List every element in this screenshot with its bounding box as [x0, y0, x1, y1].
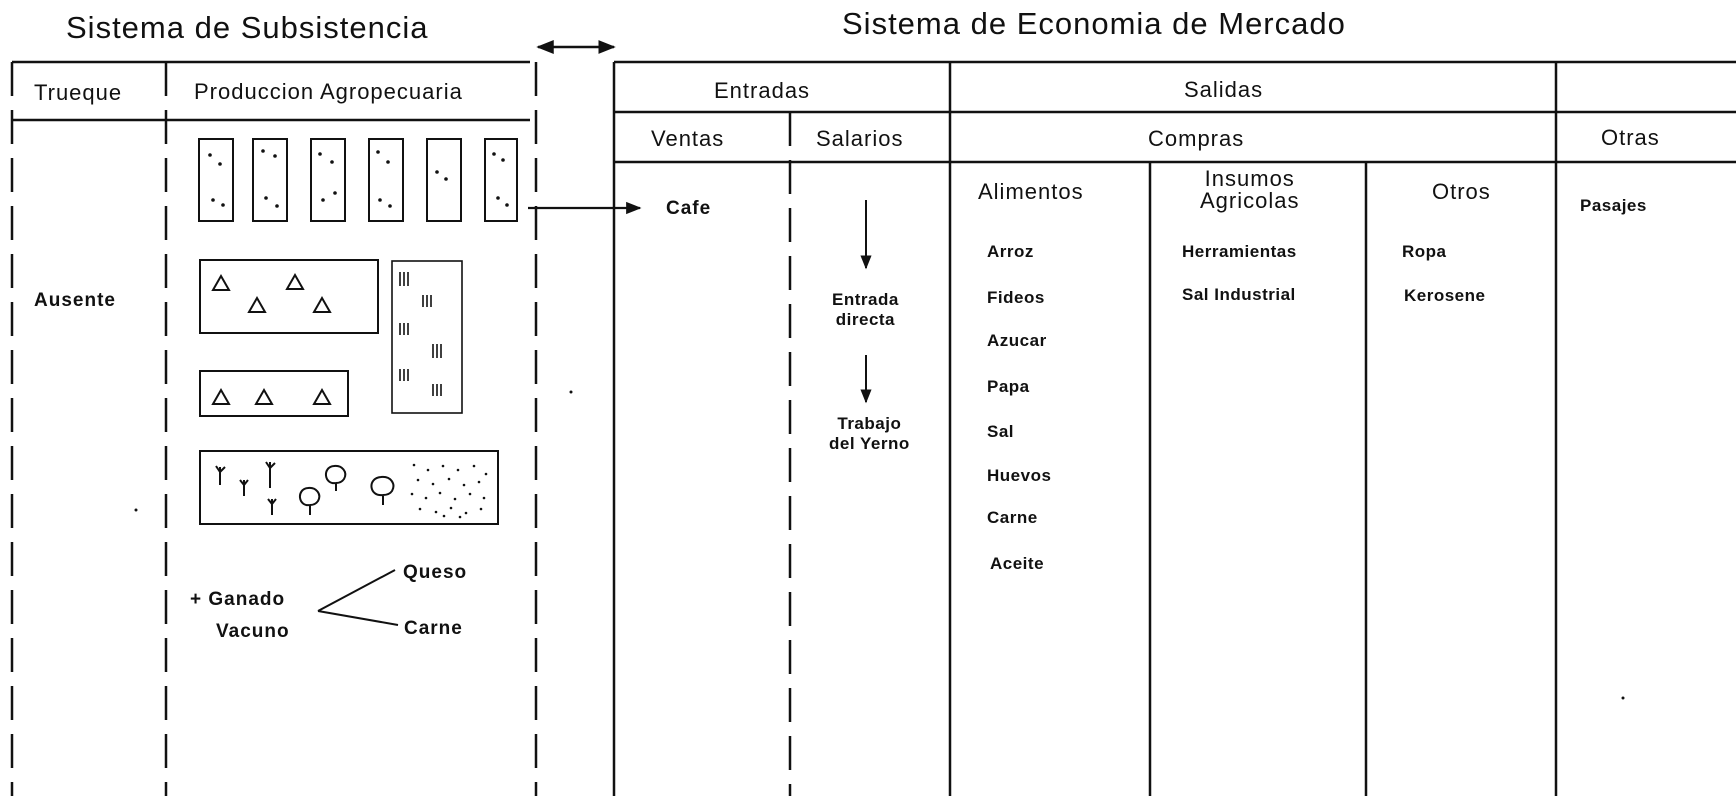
tick-field	[391, 260, 463, 414]
list-item-otro: Ropa	[1402, 242, 1447, 261]
livestock-product-carne: Carne	[404, 618, 463, 639]
livestock-label-2: Vacuno	[216, 621, 290, 642]
header-entradas: Entradas	[714, 78, 811, 103]
livestock-product-queso: Queso	[403, 562, 468, 583]
mixed-field	[199, 450, 499, 525]
livestock-branch	[317, 569, 399, 626]
header-trueque: Trueque	[34, 80, 123, 105]
header-alimentos: Alimentos	[978, 179, 1084, 204]
triangle-field-2	[199, 370, 349, 417]
market-title: Sistema de Economia de Mercado	[842, 6, 1346, 41]
list-item-alimento: Arroz	[987, 242, 1034, 261]
salarios-item-entrada-directa: Entrada directa	[832, 290, 899, 330]
salarios-item-trabajo-yerno: Trabajo del Yerno	[829, 414, 910, 454]
trueque-value: Ausente	[34, 290, 116, 311]
coffee-plots	[198, 138, 518, 222]
list-item-insumo: Sal Industrial	[1182, 285, 1296, 304]
list-item-alimento: Aceite	[990, 554, 1045, 573]
header-insumos: Insumos Agricolas	[1200, 166, 1300, 213]
header-salarios: Salarios	[816, 126, 904, 151]
header-ventas: Ventas	[651, 126, 725, 151]
triangle-field-1	[199, 259, 379, 334]
subsistence-frame	[10, 60, 538, 796]
livestock-label-1: + Ganado	[190, 589, 286, 610]
subsistence-title: Sistema de Subsistencia	[66, 10, 429, 45]
list-item-alimento: Fideos	[987, 288, 1045, 307]
ventas-item-cafe: Cafe	[666, 198, 712, 219]
list-item-alimento: Carne	[987, 508, 1038, 527]
speck-marks	[134, 390, 1625, 700]
coffee-dots	[208, 149, 509, 208]
header-compras: Compras	[1148, 126, 1245, 151]
otras-item-pasajes: Pasajes	[1580, 196, 1647, 215]
list-item-alimento: Azucar	[987, 331, 1047, 350]
list-item-insumo: Herramientas	[1182, 242, 1297, 261]
list-item-alimento: Sal	[987, 422, 1015, 441]
list-item-otro: Kerosene	[1404, 286, 1486, 305]
header-salidas: Salidas	[1184, 77, 1264, 102]
market-frame	[612, 60, 1736, 796]
header-otros: Otros	[1432, 179, 1491, 204]
list-item-alimento: Huevos	[987, 466, 1052, 485]
header-otras: Otras	[1601, 125, 1660, 150]
list-item-alimento: Papa	[987, 377, 1030, 396]
mixed-field-dots	[410, 463, 488, 519]
header-produccion: Produccion Agropecuaria	[194, 79, 463, 104]
